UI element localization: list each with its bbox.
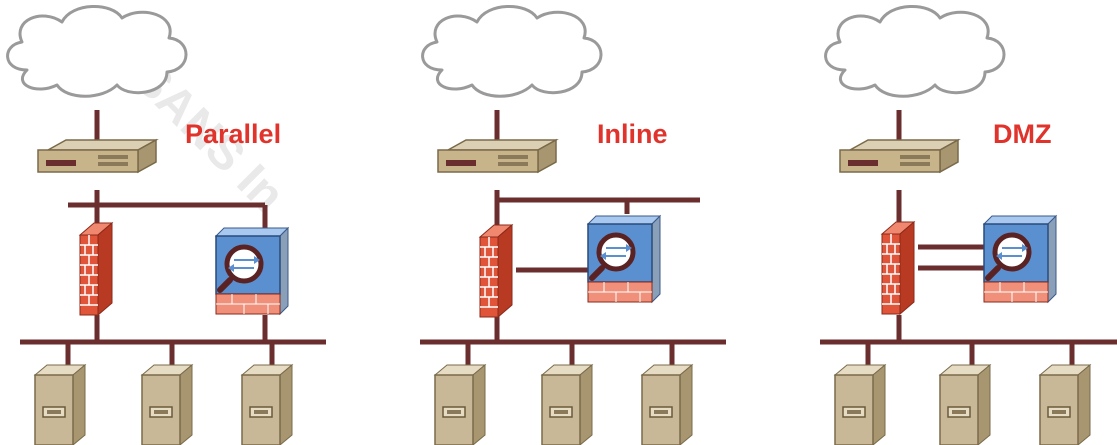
server-icon bbox=[641, 364, 693, 445]
firewall-icon bbox=[479, 224, 513, 318]
ids-sensor-icon bbox=[588, 216, 660, 302]
diagram-label: Inline bbox=[597, 119, 668, 149]
dmz-diagram: DMZ bbox=[820, 4, 1117, 445]
server-icon bbox=[241, 364, 293, 445]
internet-cloud-icon bbox=[824, 4, 1006, 98]
server-icon bbox=[34, 364, 86, 445]
server-icon bbox=[939, 364, 991, 445]
ids-sensor-icon bbox=[216, 228, 288, 314]
parallel-diagram: Parallel bbox=[6, 4, 326, 445]
router-icon bbox=[437, 139, 557, 173]
dmz-wires bbox=[820, 110, 1117, 372]
firewall-icon bbox=[79, 222, 113, 316]
server-icon bbox=[141, 364, 193, 445]
diagram-label: Parallel bbox=[185, 119, 281, 149]
ids-sensor-icon bbox=[984, 216, 1056, 302]
server-icon bbox=[434, 364, 486, 445]
router-icon bbox=[37, 139, 157, 173]
router-icon bbox=[839, 139, 959, 173]
inline-diagram: Inline bbox=[420, 4, 726, 445]
internet-cloud-icon bbox=[421, 4, 603, 98]
diagram-label: DMZ bbox=[993, 119, 1051, 149]
server-icon bbox=[1039, 364, 1091, 445]
server-icon bbox=[834, 364, 886, 445]
internet-cloud-icon bbox=[6, 4, 188, 98]
server-icon bbox=[541, 364, 593, 445]
firewall-icon bbox=[881, 221, 915, 315]
